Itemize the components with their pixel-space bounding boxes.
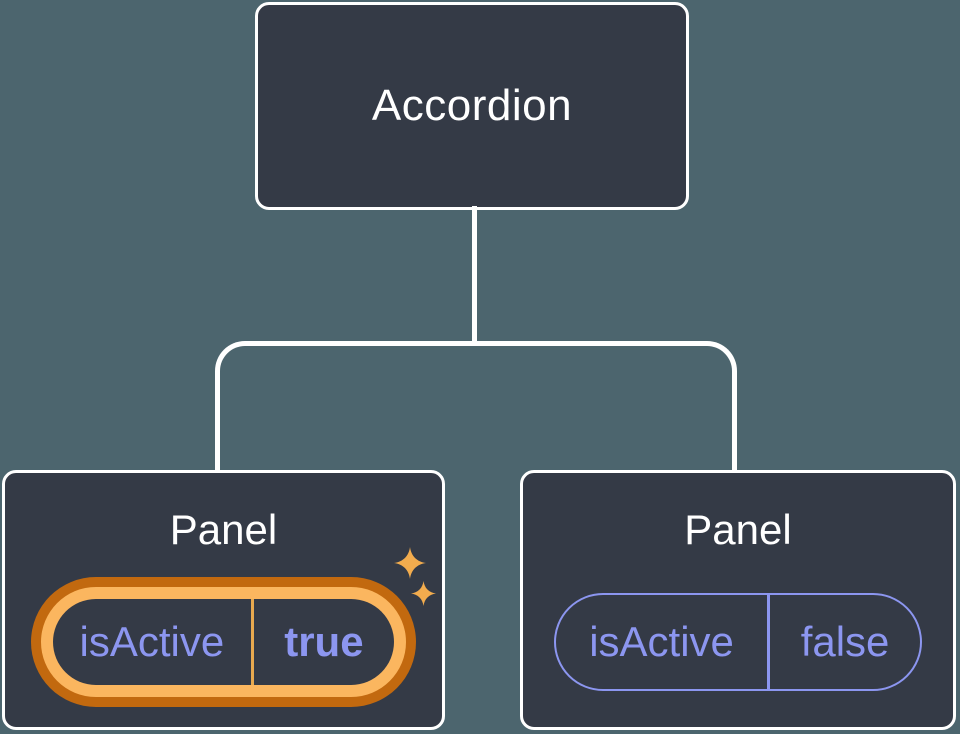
accordion-node-label: Accordion (371, 81, 573, 130)
active-prop-pill-highlight-ring: isActive true (31, 577, 416, 707)
root-connector-line (472, 206, 477, 346)
prop-name: isActive (589, 618, 734, 665)
prop-pill-divider (250, 599, 254, 685)
prop-pill-divider (767, 595, 771, 689)
inactive-prop-pill: isActive false (554, 593, 922, 691)
panel-title: Panel (169, 506, 278, 553)
panel-title: Panel (684, 506, 792, 553)
branch-connector-line (215, 341, 737, 470)
active-prop-pill: isActive true (53, 599, 394, 685)
sparkle-icon (394, 547, 426, 579)
prop-name: isActive (79, 618, 225, 665)
accordion-node: Accordion (255, 2, 689, 210)
prop-value: false (800, 618, 890, 665)
sparkle-icon (411, 581, 436, 606)
prop-value: true (284, 618, 364, 665)
active-prop-pill-inner-ring: isActive true (41, 587, 406, 697)
panel-node-inactive: Panel isActive false (520, 470, 956, 730)
panel-node-active: Panel isActive true (2, 470, 445, 730)
